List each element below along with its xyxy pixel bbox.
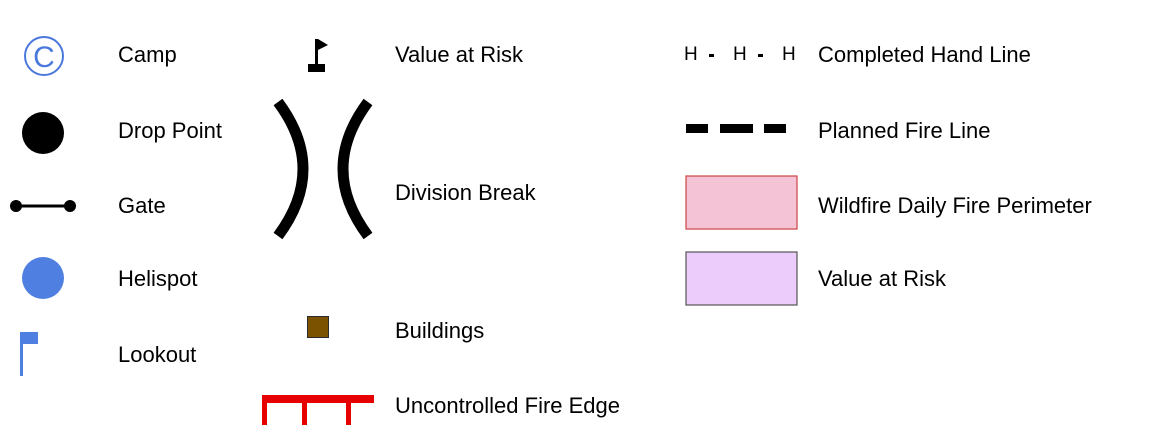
legend-label-value-at-risk-area: Value at Risk [818, 266, 946, 291]
legend-label-buildings: Buildings [395, 318, 485, 343]
hand-line-h-2: H [733, 44, 747, 65]
building-icon [307, 316, 329, 338]
helispot-icon [22, 257, 64, 299]
drop-point-icon [22, 112, 64, 154]
value-at-risk-flag-icon [308, 39, 328, 72]
legend-label-value-at-risk-flag: Value at Risk [395, 42, 523, 67]
division-break-icon [273, 98, 373, 240]
legend-label-planned-fire-line: Planned Fire Line [818, 118, 991, 143]
planned-fire-line-icon [686, 124, 786, 133]
legend-label-lookout: Lookout [118, 342, 197, 367]
hand-line-h-3: H [782, 44, 796, 65]
legend-label-completed-hand-line: Completed Hand Line [818, 42, 1031, 67]
legend-label-helispot: Helispot [118, 266, 198, 291]
fire-perimeter-swatch [685, 175, 798, 230]
uncontrolled-fire-edge-icon [262, 395, 374, 425]
legend-label-drop-point: Drop Point [118, 118, 222, 143]
legend-label-division-break: Division Break [395, 180, 536, 205]
camp-icon-letter: C [33, 41, 55, 74]
gate-icon [10, 200, 76, 212]
legend-label-gate: Gate [118, 193, 166, 218]
lookout-icon [20, 332, 38, 376]
legend-label-wildfire-daily-fire-perimeter: Wildfire Daily Fire Perimeter [818, 193, 1092, 218]
camp-icon: C [24, 36, 64, 76]
hand-line-dash-1 [709, 54, 714, 57]
value-at-risk-swatch [685, 251, 798, 306]
legend-label-uncontrolled-fire-edge: Uncontrolled Fire Edge [395, 393, 621, 418]
hand-line-h-1: H [684, 44, 698, 65]
hand-line-dash-2 [758, 54, 763, 57]
legend-label-camp: Camp [118, 42, 177, 67]
completed-hand-line-icon: H H H [680, 0, 810, 80]
